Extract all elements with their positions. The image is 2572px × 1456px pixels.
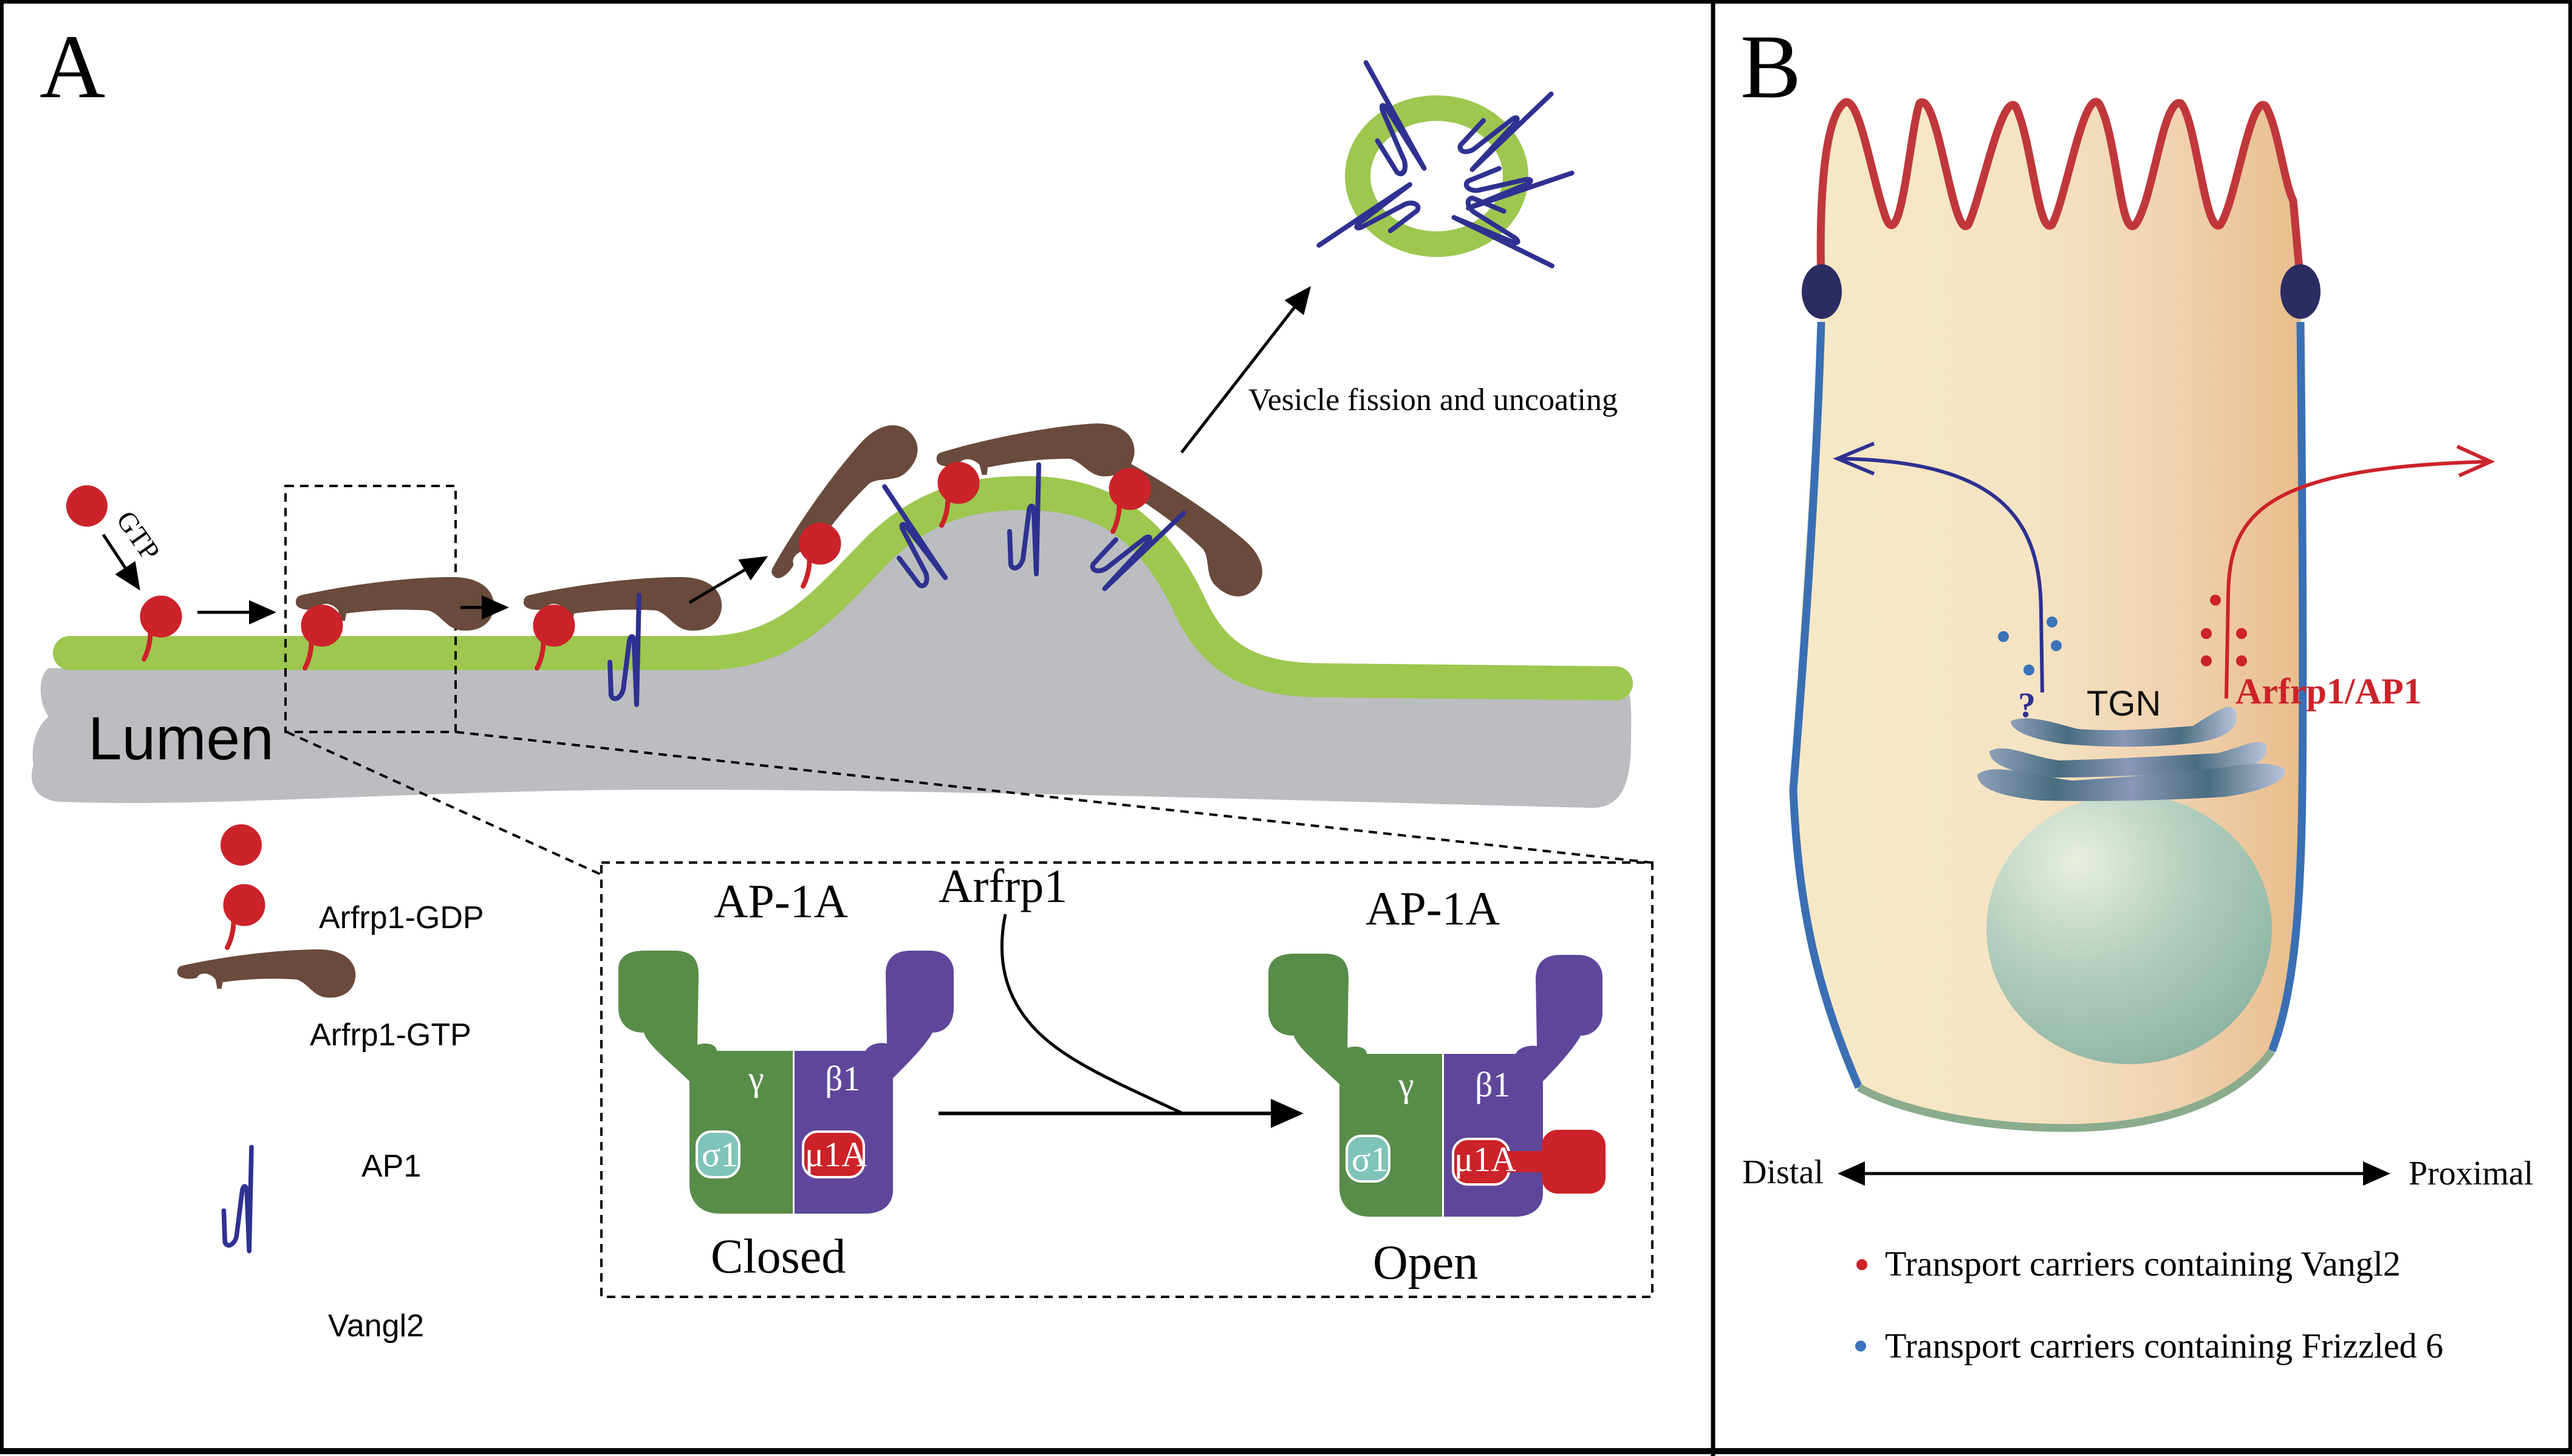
ap1a-open: AP-1A γ β1 σ1 μ1A Open [1268, 882, 1606, 1290]
panel-b-legend: Transport carriers containing Vangl2 Tra… [1855, 1244, 2443, 1365]
step-arrow-3 [688, 556, 768, 604]
basal-membrane [1856, 1048, 2276, 1132]
arfrp1-ap1-pathway-label: Arfrp1/AP1 [2235, 671, 2422, 711]
golgi-cisterna [1989, 742, 2267, 778]
mu1a-cterm-domain [1542, 1130, 1606, 1194]
arfrp1-trigger-label: Arfrp1 [939, 860, 1067, 912]
ap1a-title-open: AP-1A [1366, 882, 1500, 935]
vangl2-arrowhead-icon [2456, 445, 2495, 477]
panel-a: A GTP [32, 16, 1654, 1344]
ap1a-closed: AP-1A γ β1 σ1 μ1A Closed [618, 875, 954, 1283]
frizzled6-carrier-dot [2051, 640, 2062, 651]
nucleus [1986, 795, 2272, 1064]
tgn-cisterna [2011, 707, 2237, 747]
vangl2-carrier-dot [2236, 655, 2247, 666]
beta1-label: β1 [825, 1059, 861, 1098]
gtp-exchange-arrow [101, 533, 140, 591]
distal-label: Distal [1742, 1154, 1824, 1191]
zoom-connector-right [455, 731, 1652, 864]
frizzled6-trafficking-path [1840, 457, 2044, 693]
mu1a-label: μ1A [1454, 1140, 1516, 1179]
fission-arrow [1180, 286, 1312, 454]
lateral-membrane-right [2268, 321, 2307, 1053]
panel-b: B TGN ? [1740, 16, 2533, 1365]
vangl2-carriers [2201, 595, 2247, 666]
membrane [53, 476, 1633, 700]
arfrp1-binding-line [1000, 914, 1183, 1115]
proximal-label: Proximal [2409, 1155, 2533, 1192]
panel-a-legend: Arfrp1-GDP Arfrp1-GTP AP1 Vangl2 [177, 824, 484, 1344]
legend-label: Vangl2 [328, 1308, 424, 1344]
golgi-stack [1977, 707, 2285, 801]
sigma1-label: σ1 [702, 1135, 738, 1174]
frizzled6-carrier-dot [1998, 631, 2009, 642]
frizzled6-carrier-icon [1855, 1341, 1866, 1352]
vangl2-carrier-dot [2210, 595, 2221, 606]
gamma-subunit [618, 951, 793, 1214]
vangl2-icon [224, 1147, 251, 1251]
panel-a-label: A [39, 16, 105, 117]
vangl2-trafficking-path [2225, 460, 2488, 699]
ap1-icon [177, 949, 356, 998]
tgn-label: TGN [2087, 684, 2161, 723]
vangl2-carrier-icon [1856, 1259, 1867, 1270]
open-state-label: Open [1373, 1236, 1478, 1290]
vangl2-carrier-dot [2236, 628, 2247, 639]
legend-label: AP1 [361, 1149, 421, 1184]
lumen-region [32, 486, 1632, 808]
unknown-adaptor-question-mark: ? [2018, 685, 2036, 725]
vangl2-carrier-dot [2201, 655, 2212, 666]
frizzled6-carrier-dot [2047, 617, 2057, 627]
gamma-label: γ [1398, 1065, 1414, 1104]
legend-label: Transport carriers containing Frizzled 6 [1885, 1326, 2443, 1365]
golgi-cisterna [1977, 764, 2285, 801]
lumen-label: Lumen [88, 705, 274, 773]
sigma1-subunit [1346, 1135, 1390, 1183]
legend-label: Arfrp1-GDP [319, 900, 484, 935]
vesicle [1319, 63, 1572, 269]
ap1a-conformation-inset: AP-1A γ β1 σ1 μ1A Closed Arfrp1 AP-1A [600, 860, 1654, 1298]
apical-membrane [1816, 98, 2305, 283]
sigma1-subunit [696, 1130, 740, 1178]
fission-label: Vesicle fission and uncoating [1248, 383, 1618, 417]
junction-right [2280, 264, 2321, 319]
gamma-subunit [1268, 954, 1442, 1217]
mu1a-label: μ1A [805, 1135, 867, 1174]
sigma1-label: σ1 [1352, 1140, 1388, 1179]
frizzled6-carriers [1998, 617, 2062, 675]
lateral-membrane-left [1789, 321, 1862, 1089]
arfrp1-gdp-icon [66, 485, 108, 527]
panel-b-label: B [1740, 16, 1801, 117]
inset-box [600, 861, 1654, 1298]
ap1a-title-closed: AP-1A [714, 875, 848, 928]
vangl2-carrier-dot [2201, 628, 2212, 639]
junction-left [1802, 264, 1842, 319]
arfrp1-gdp-icon [221, 824, 262, 866]
legend-label: Arfrp1-GTP [310, 1017, 471, 1053]
mu1a-subunit-open [1452, 1130, 1606, 1194]
gamma-label: γ [748, 1059, 764, 1098]
arfrp1-gtp-icon [224, 884, 265, 948]
mu1a-subunit [802, 1130, 865, 1178]
frizzled6-carrier-dot [2023, 665, 2034, 675]
closed-state-label: Closed [711, 1230, 846, 1283]
frizzled6-arrowhead-icon [1833, 442, 1875, 476]
beta1-label: β1 [1475, 1065, 1511, 1104]
legend-label: Transport carriers containing Vangl2 [1885, 1244, 2401, 1283]
